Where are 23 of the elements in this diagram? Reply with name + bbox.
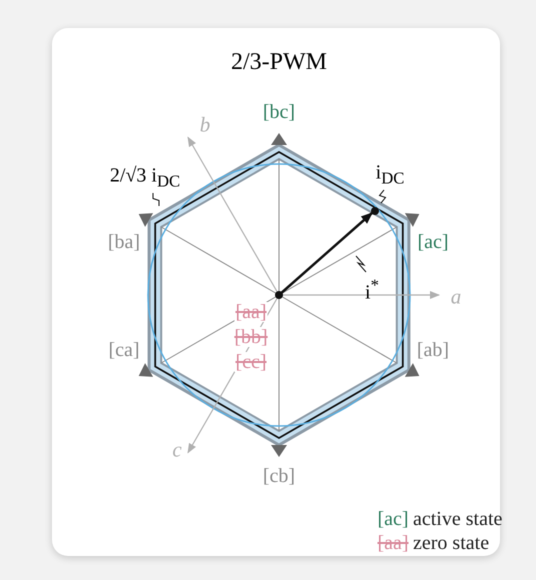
legend-sample: [ac] — [377, 509, 409, 529]
legend-text: active state — [413, 509, 502, 529]
leader-line — [378, 190, 386, 204]
state-label: [cb] — [262, 466, 296, 486]
leader-line — [152, 192, 160, 206]
legend-sample: [aa] — [376, 533, 410, 553]
current-limit-label: 2/√3 i$_{DC}$ — [110, 166, 180, 190]
state-label: [ab] — [416, 340, 450, 360]
state-label: [ca] — [108, 340, 140, 360]
current-label: i$_{DC}$ — [376, 162, 404, 188]
axis-label: c — [172, 440, 182, 460]
state-label: [ac] — [417, 232, 449, 252]
leader-line — [356, 256, 366, 272]
vector-label: i$^{*}$ — [365, 278, 379, 302]
title: 2/3-PWM — [231, 50, 327, 74]
state-label: [bc] — [262, 102, 296, 122]
axis-label: b — [200, 114, 210, 136]
legend-text: zero state — [413, 533, 490, 553]
state-label: [aa] — [234, 302, 268, 322]
axis-label: a — [450, 286, 462, 308]
state-label: [ba] — [108, 232, 140, 252]
state-label: [bb] — [233, 327, 269, 347]
state-label: [cc] — [234, 352, 268, 372]
